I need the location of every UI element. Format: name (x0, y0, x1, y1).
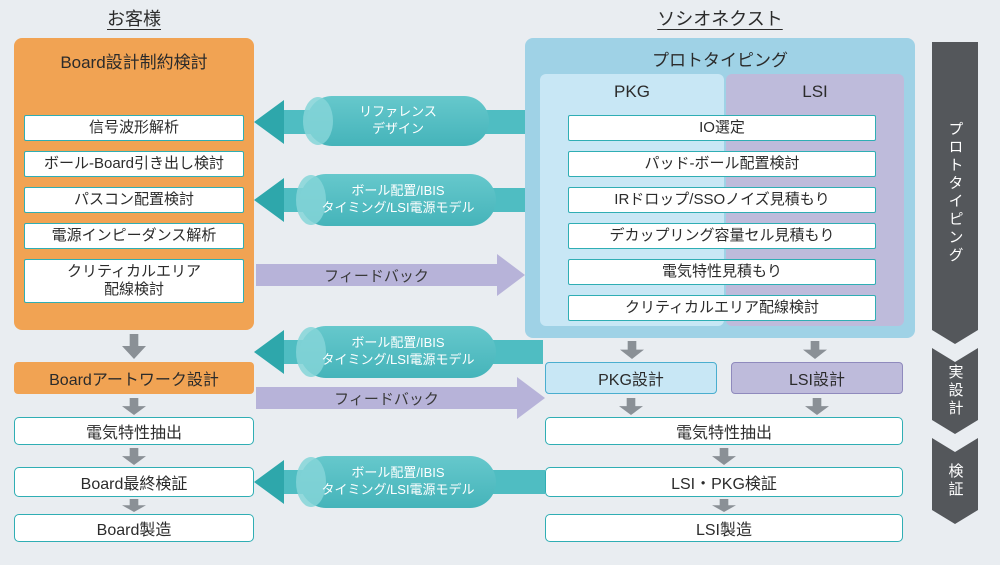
down-arrow-icon (712, 499, 736, 512)
feedback-arrow-shaft-1 (256, 264, 497, 286)
model-arrow-left-icon-3 (254, 460, 284, 504)
feedback-arrow-shaft-2 (256, 387, 517, 409)
down-arrow-icon (122, 448, 146, 465)
task-box-decoupling-estimate: デカップリング容量セル見積もり (568, 223, 876, 249)
task-box-ir-drop-sso: IRドロップ/SSOノイズ見積もり (568, 187, 876, 213)
down-arrow-icon (712, 448, 736, 465)
lsi-pkg-verification-box: LSI・PKG検証 (545, 467, 903, 497)
down-arrow-icon (122, 499, 146, 512)
task-box-signal-waveform: 信号波形解析 (24, 115, 244, 141)
pkg-subpanel-label: PKG (614, 82, 650, 101)
prototyping-panel-title: プロトタイピング (652, 50, 788, 70)
feedback-label-1: フィードバック (324, 267, 429, 285)
down-arrow-icon (803, 341, 827, 359)
feedback-label-2: フィードバック (334, 390, 439, 408)
task-box-electrical-estimate: 電気特性見積もり (568, 259, 876, 285)
feedback-arrow-right-icon-2 (517, 377, 545, 419)
customer-column-header: お客様 (107, 9, 161, 29)
task-box-ball-board-routing: ボール-Board引き出し検討 (24, 151, 244, 177)
reference-arrow-left-icon (254, 100, 284, 144)
model-cylinder-2: ボール配置/IBIS タイミング/LSI電源モデル (296, 326, 496, 378)
model-cylinder-1: ボール配置/IBIS タイミング/LSI電源モデル (296, 174, 496, 226)
board-final-verification-box: Board最終検証 (14, 467, 254, 497)
board-manufacturing-box: Board製造 (14, 514, 254, 542)
lsi-manufacturing-box: LSI製造 (545, 514, 903, 542)
lsi-design-box: LSI設計 (731, 362, 903, 394)
feedback-arrow-right-icon-1 (497, 254, 525, 296)
task-box-io-selection: IO選定 (568, 115, 876, 141)
board-artwork-box: Boardアートワーク設計 (14, 362, 254, 394)
down-arrow-icon (620, 341, 644, 359)
pkg-design-box: PKG設計 (545, 362, 717, 394)
phase-ribbon-implementation: 実設計 (932, 348, 978, 434)
model-arrow-left-icon-2 (254, 330, 284, 374)
lsi-pkg-electrical-extract-box: 電気特性抽出 (545, 417, 903, 445)
lsi-subpanel-label: LSI (802, 82, 828, 101)
model-arrow-left-icon-1 (254, 178, 284, 222)
down-arrow-icon (619, 398, 643, 415)
model-cylinder-3: ボール配置/IBIS タイミング/LSI電源モデル (296, 456, 496, 508)
phase-ribbon-verification: 検証 (932, 438, 978, 524)
board-constraint-panel-title: Board設計制約検討 (60, 52, 208, 72)
phase-ribbon-prototyping: プロトタイピング (932, 42, 978, 344)
task-box-critical-area-left: クリティカルエリア 配線検討 (24, 259, 244, 303)
vendor-column-header: ソシオネクスト (657, 9, 783, 29)
board-electrical-extract-box: 電気特性抽出 (14, 417, 254, 445)
down-arrow-icon (122, 334, 146, 359)
reference-design-cylinder: リファレンス デザイン (303, 96, 489, 146)
task-box-critical-area-right: クリティカルエリア配線検討 (568, 295, 876, 321)
task-box-power-impedance: 電源インピーダンス解析 (24, 223, 244, 249)
down-arrow-icon (122, 398, 146, 415)
task-box-decap-placement: パスコン配置検討 (24, 187, 244, 213)
down-arrow-icon (805, 398, 829, 415)
task-box-pad-ball-placement: パッド-ボール配置検討 (568, 151, 876, 177)
